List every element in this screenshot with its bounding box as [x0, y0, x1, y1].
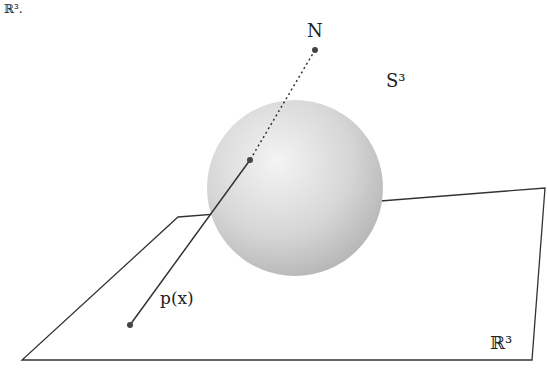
- space-label: S³: [386, 72, 406, 90]
- north-pole-dot: [312, 47, 318, 53]
- point-label: p(x): [160, 290, 194, 307]
- projected-point-dot: [127, 322, 133, 328]
- sphere-point-dot: [247, 157, 253, 163]
- sphere: [207, 100, 383, 276]
- projection-line-hidden: [250, 50, 315, 160]
- cropped-label: ℝ³.: [4, 3, 23, 15]
- projection-line: [130, 160, 250, 325]
- space-label: ℝ³: [490, 334, 512, 352]
- point-label: N: [307, 22, 323, 40]
